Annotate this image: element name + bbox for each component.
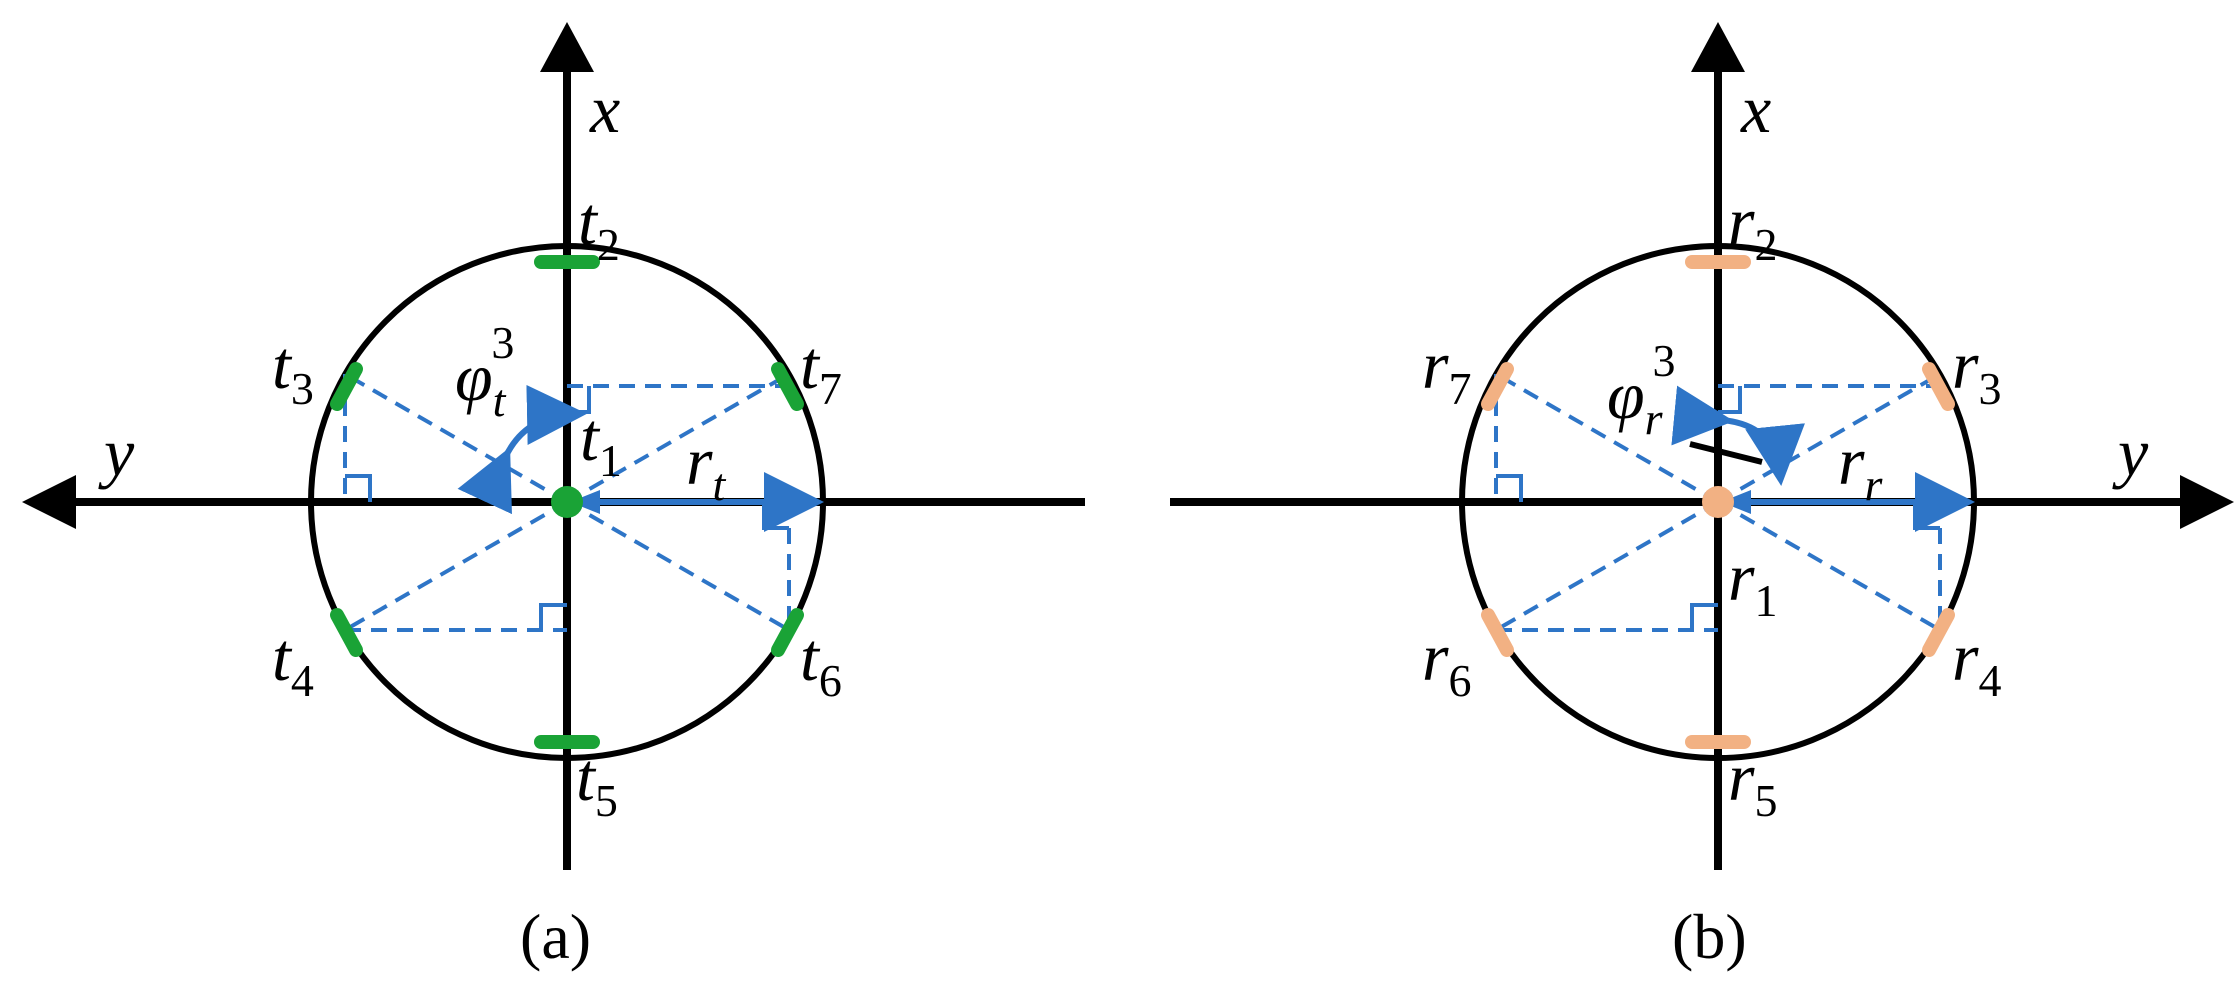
element-label-r7: r7	[1422, 327, 1471, 414]
element-label-r6: r6	[1422, 619, 1471, 706]
radius-label-a: rt	[686, 423, 726, 510]
element-label-r5: r5	[1728, 739, 1777, 826]
element-label-t6: t6	[800, 619, 842, 706]
caption-a: (a)	[520, 901, 591, 972]
element-r7-bar	[1481, 362, 1514, 411]
element-label-r2: r2	[1728, 183, 1777, 270]
radius-label-b: rr	[1838, 423, 1883, 510]
angle-arc-a	[457, 384, 587, 515]
element-label-r4: r4	[1952, 619, 2001, 706]
panel-a: x y t2 t3 t7 t1 t4 t6 t5 φt3 rt (a)	[22, 22, 1085, 972]
x-axis-arrowhead-b	[1691, 22, 1745, 72]
angle-arc-b	[1671, 385, 1805, 486]
elements-a	[330, 255, 804, 749]
guide-lines-b	[1494, 372, 1942, 632]
element-label-t3: t3	[272, 327, 314, 414]
element-label-t4: t4	[272, 619, 314, 706]
x-axis-label-b: x	[1740, 71, 1771, 147]
radius-arrow-tail-b	[1721, 490, 1751, 514]
element-t4-bar	[330, 608, 363, 657]
element-t1-dot	[551, 486, 583, 518]
element-label-r1: r1	[1728, 539, 1777, 626]
angle-label-b: φr3	[1607, 335, 1676, 444]
element-label-t7: t7	[800, 327, 842, 414]
element-r6-bar	[1481, 608, 1514, 657]
element-r4-bar	[1922, 608, 1955, 657]
y-axis-arrowhead-a	[22, 475, 76, 529]
angle-leader-b	[1689, 441, 1763, 465]
x-axis-label-a: x	[589, 71, 620, 147]
element-t6-bar	[771, 608, 804, 657]
angle-label-a: φt3	[455, 317, 514, 426]
element-label-t2: t2	[578, 183, 620, 270]
element-label-t5: t5	[576, 739, 618, 826]
guide-lines-a	[343, 372, 791, 632]
element-r3-bar	[1922, 362, 1955, 411]
y-axis-label-b: y	[2112, 414, 2149, 490]
x-axis-arrowhead-a	[540, 22, 594, 72]
element-t3-bar	[330, 362, 363, 411]
y-axis-label-a: y	[98, 414, 135, 490]
elements-b	[1481, 255, 1955, 749]
y-axis-arrowhead-b	[2180, 475, 2234, 529]
element-r1-dot	[1702, 486, 1734, 518]
element-label-t1: t1	[580, 399, 622, 486]
element-label-r3: r3	[1952, 327, 2001, 414]
panel-b: x y r2 r7 r3 r1 r6 r4 r5 φr3 rr (b)	[1170, 22, 2234, 972]
element-t7-bar	[771, 362, 804, 411]
caption-b: (b)	[1672, 901, 1747, 972]
